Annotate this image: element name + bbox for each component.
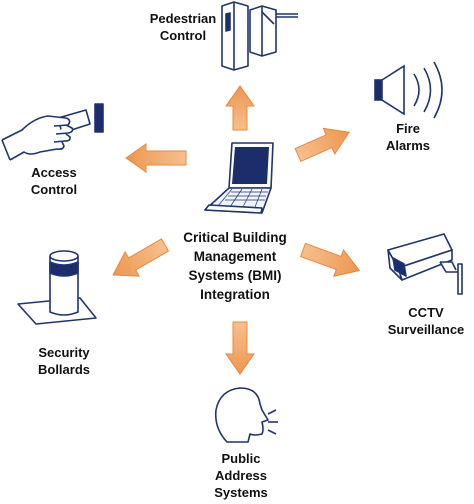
- label-line: CCTV: [408, 305, 444, 320]
- label-security-bollards: Security Bollards: [22, 344, 106, 378]
- turnstile-icon: [221, 1, 298, 71]
- arrow-to-access-control: [125, 143, 187, 173]
- label-line: Integration: [200, 287, 270, 302]
- cctv-camera-icon: [387, 233, 463, 295]
- label-line: Control: [159, 28, 207, 43]
- arrows: [112, 85, 361, 375]
- label-line: Address: [214, 468, 268, 483]
- arrow-to-public-address: [225, 321, 255, 375]
- label-fire-alarms: Fire Alarms: [370, 120, 446, 154]
- laptop-icon: [204, 142, 274, 214]
- speaker-icon: [374, 61, 443, 119]
- hand-card-icon: [1, 103, 104, 161]
- label-line: Critical Building: [183, 230, 287, 245]
- bollard-icon: [17, 250, 97, 325]
- label-pedestrian-control: Pedestrian Control: [138, 10, 228, 44]
- speaking-head-icon: [214, 387, 278, 443]
- label-line: Fire: [396, 121, 420, 136]
- label-line: Management: [193, 249, 277, 264]
- arrow-to-fire-alarms: [294, 127, 351, 163]
- label-bmi-integration: Critical Building Management Systems (BM…: [165, 228, 305, 304]
- label-public-address-systems: Public Address Systems: [196, 450, 286, 501]
- label-line: Security: [38, 345, 90, 360]
- arrow-to-bollards: [112, 238, 170, 277]
- arrow-to-cctv: [299, 242, 361, 277]
- label-line: Bollards: [37, 362, 90, 377]
- label-cctv-surveillance: CCTV Surveillance: [378, 304, 474, 338]
- label-line: Public: [221, 451, 261, 466]
- label-line: Systems: [214, 485, 268, 500]
- label-access-control: Access Control: [14, 164, 94, 198]
- label-line: Systems (BMI): [188, 268, 282, 283]
- label-line: Surveillance: [387, 322, 465, 337]
- arrow-to-pedestrian: [225, 85, 255, 131]
- label-line: Pedestrian: [149, 11, 217, 26]
- label-line: Access: [31, 165, 77, 180]
- label-line: Alarms: [385, 138, 431, 153]
- label-line: Control: [30, 182, 78, 197]
